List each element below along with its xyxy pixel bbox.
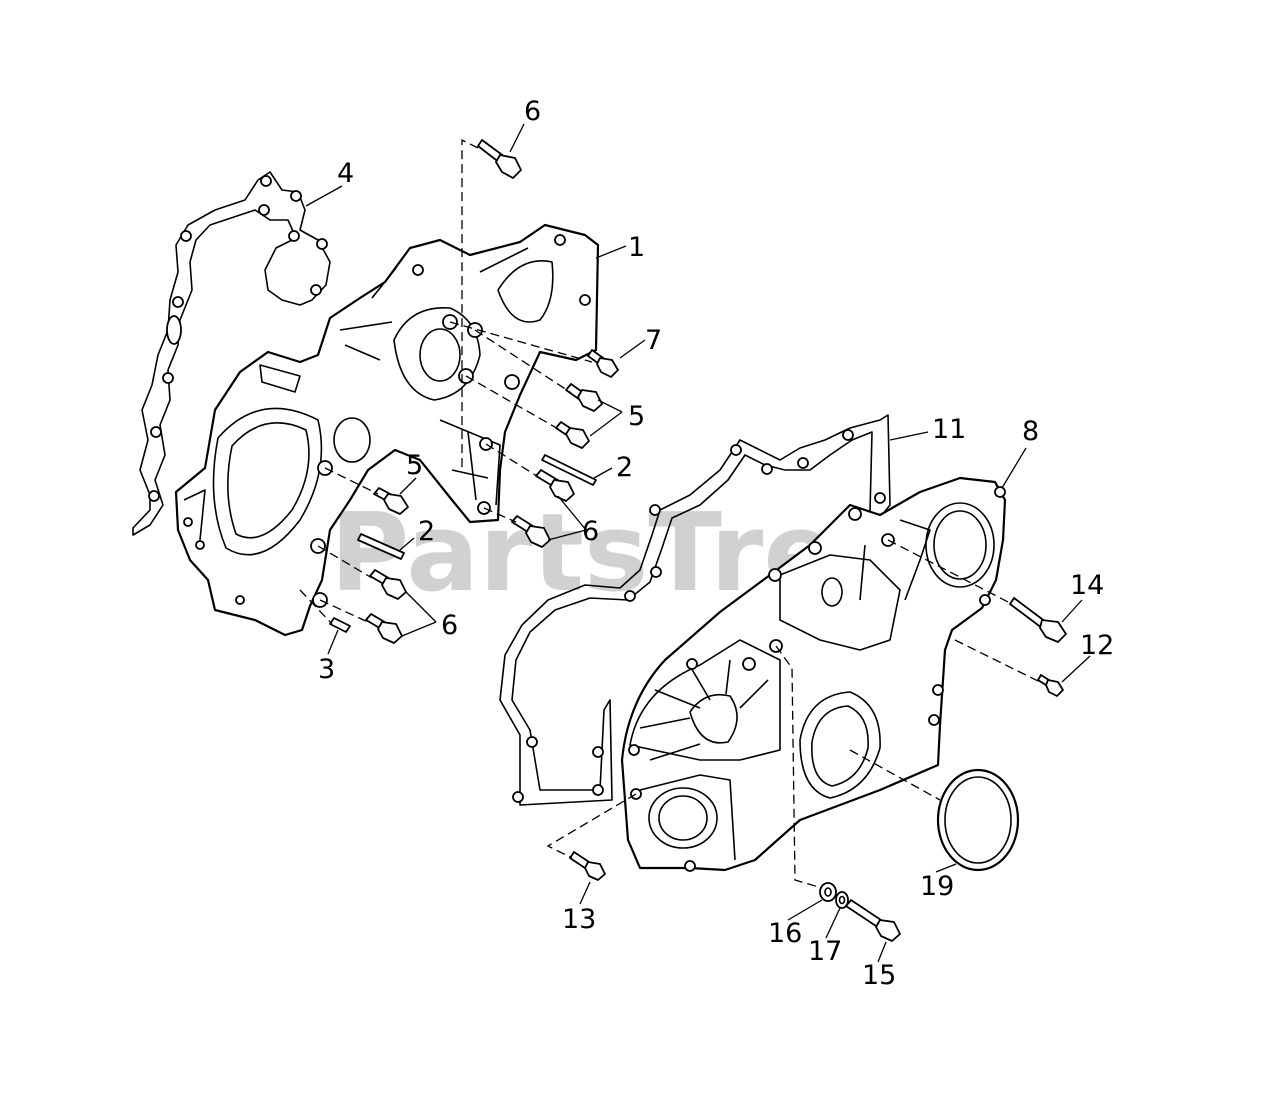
callout-6-top: 6 — [524, 96, 541, 127]
bolt-part-5-right-a — [565, 383, 603, 412]
bolt-part-13 — [569, 851, 606, 881]
bolt-part-6-right-b — [511, 515, 551, 548]
pin-part-2-left — [357, 533, 405, 560]
bolt-part-6-left-b — [365, 613, 403, 644]
callout-labels: 6 4 1 7 5 2 6 5 2 6 3 11 8 14 12 13 16 1… — [318, 96, 1114, 991]
dowel-part-3 — [329, 617, 351, 633]
callout-11: 11 — [932, 414, 966, 445]
bolt-part-7 — [587, 349, 619, 378]
bolt-part-6-top — [477, 139, 522, 179]
pin-part-2-right — [541, 454, 597, 486]
callout-13: 13 — [562, 904, 596, 935]
gasket-part-11 — [499, 414, 891, 806]
washer-part-17 — [835, 891, 849, 909]
callout-5-left: 5 — [406, 450, 423, 481]
housing-plate-part-1 — [174, 223, 600, 637]
bolt-part-5-left — [373, 487, 409, 515]
gasket-part-4 — [132, 171, 331, 536]
callout-6-right: 6 — [582, 516, 599, 547]
callout-19: 19 — [920, 871, 954, 902]
bolt-part-6-left-a — [369, 569, 407, 600]
bolt-part-5-right-b — [555, 421, 590, 449]
callout-1: 1 — [628, 232, 645, 263]
seal-ring-part-19 — [936, 768, 1020, 872]
callout-15: 15 — [862, 960, 896, 991]
callout-3: 3 — [318, 654, 335, 685]
callout-4: 4 — [337, 158, 354, 189]
bolt-part-14 — [1009, 597, 1067, 643]
callout-2-left: 2 — [418, 516, 435, 547]
leader-lines — [299, 123, 1091, 963]
washer-part-16 — [819, 882, 837, 902]
bolt-part-6-right-a — [535, 469, 575, 502]
callout-16: 16 — [768, 918, 802, 949]
callout-2-right: 2 — [616, 452, 633, 483]
callout-14: 14 — [1070, 570, 1104, 601]
callout-8: 8 — [1022, 416, 1039, 447]
callout-17: 17 — [808, 936, 842, 967]
callout-12: 12 — [1080, 630, 1114, 661]
callout-6-left: 6 — [441, 610, 458, 641]
bolt-part-15 — [845, 899, 901, 942]
timing-cover-part-8 — [620, 476, 1007, 872]
fasteners — [329, 139, 1067, 942]
callout-7: 7 — [645, 325, 662, 356]
bolt-part-12 — [1037, 674, 1064, 697]
callout-5-right: 5 — [628, 401, 645, 432]
